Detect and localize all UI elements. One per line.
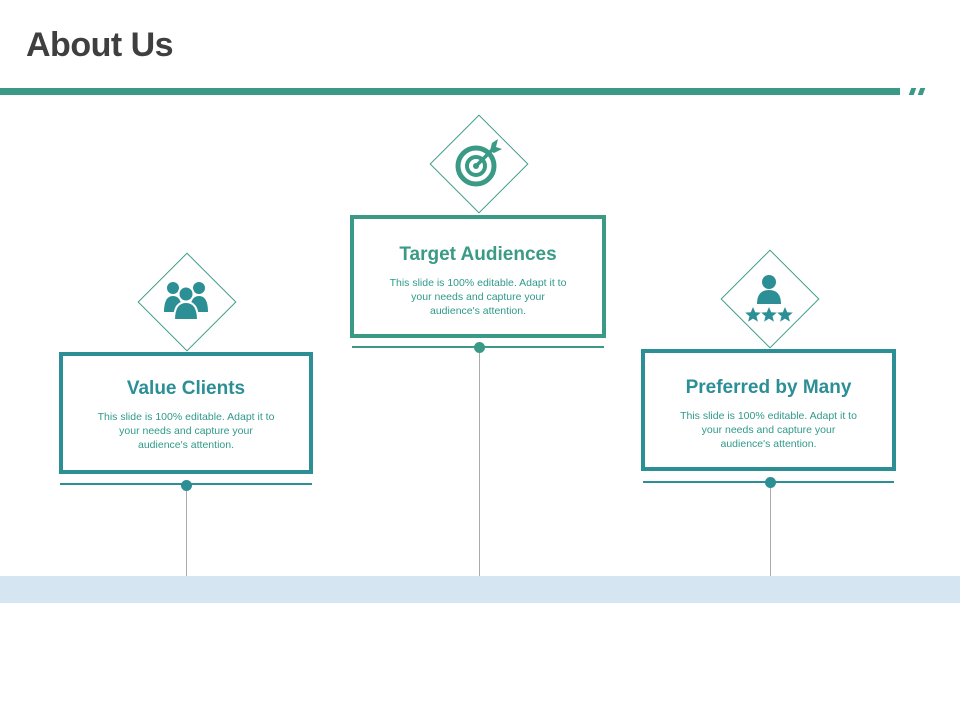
- feature-card: Preferred by Many This slide is 100% edi…: [641, 349, 896, 471]
- connector-dot: [474, 342, 485, 353]
- card-body: This slide is 100% editable. Adapt it to…: [680, 410, 857, 450]
- connector-dot: [181, 480, 192, 491]
- card-body: This slide is 100% editable. Adapt it to…: [389, 277, 567, 317]
- card-title: Value Clients: [126, 378, 246, 399]
- divider-accent-mark: [917, 88, 926, 95]
- connector-dot: [765, 477, 776, 488]
- feature-card: Value Clients This slide is 100% editabl…: [59, 352, 313, 474]
- header-divider: [0, 88, 900, 95]
- divider-accent-mark: [908, 88, 917, 95]
- card-title: Target Audiences: [399, 244, 557, 265]
- connector-line: [479, 353, 480, 576]
- users-group-icon: [156, 272, 216, 332]
- target-arrow-icon: [448, 133, 508, 193]
- footer-band: [0, 576, 960, 603]
- connector-line: [186, 490, 187, 576]
- connector-line: [770, 487, 771, 576]
- feature-card: Target Audiences This slide is 100% edit…: [350, 215, 606, 338]
- page-title: About Us: [26, 26, 174, 64]
- card-body: This slide is 100% editable. Adapt it to…: [97, 411, 275, 451]
- card-title: Preferred by Many: [685, 377, 852, 398]
- person-stars-icon: [739, 268, 799, 328]
